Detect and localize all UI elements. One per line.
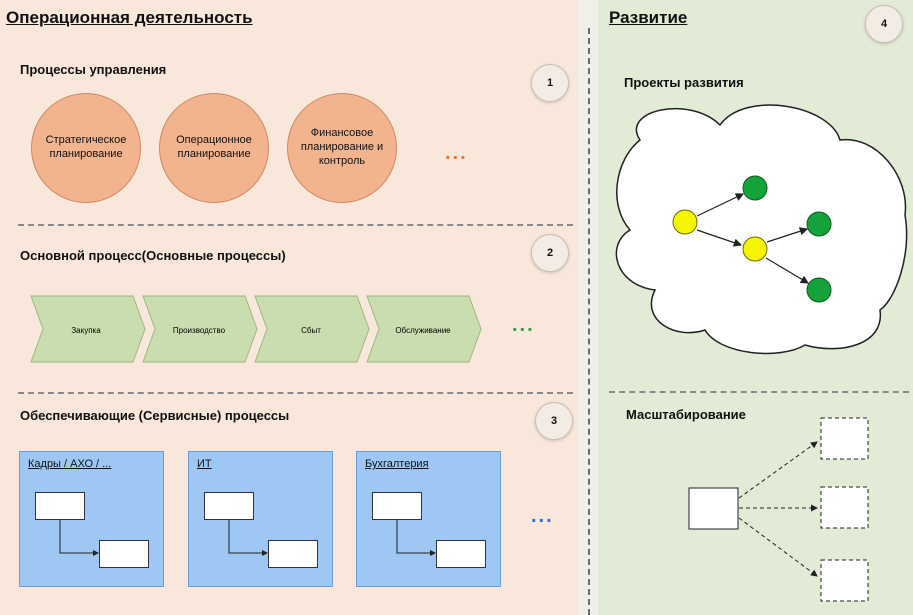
chevron-label-production: Производство: [173, 326, 226, 335]
mini-block: [204, 492, 254, 520]
mini-block: [35, 492, 85, 520]
chevron-label-service: Обслуживание: [395, 326, 451, 335]
development-divider: [609, 391, 909, 393]
section-badge-1: 1: [531, 64, 569, 102]
projects-title: Проекты развития: [624, 75, 744, 90]
section-badge-3: 3: [535, 402, 573, 440]
development-title: Развитие: [609, 8, 688, 27]
scaling-title: Масштабирование: [626, 407, 746, 422]
process-circle-financial: Финансовое планирование и контроль: [287, 93, 397, 203]
mini-block: [268, 540, 318, 568]
mini-block: [99, 540, 149, 568]
section-badge-4: 4: [865, 5, 903, 43]
section-support-title: Обеспечивающие (Сервисные) процессы: [20, 408, 290, 423]
process-circle-label: Стратегическое планирование: [45, 134, 127, 160]
mini-block: [436, 540, 486, 568]
scaling-target-box: [820, 486, 869, 529]
support-box-label: ИТ: [197, 458, 212, 470]
operational-title: Операционная деятельность: [6, 8, 253, 27]
section-divider-2: [18, 392, 573, 394]
chevron-service: [366, 295, 482, 363]
section-badge-2: 2: [531, 234, 569, 272]
chevron-sales: [254, 295, 370, 363]
process-circle-operational: Операционное планирование: [159, 93, 269, 203]
process-circle-label: Операционное планирование: [176, 134, 252, 160]
section-core-title: Основной процесс(Основные процессы): [20, 248, 286, 263]
support-box-label: Бухгалтерия: [365, 458, 429, 470]
chevron-production: [142, 295, 258, 363]
section-divider-1: [18, 224, 573, 226]
chevron-purchase: [30, 295, 146, 363]
node-green: [742, 175, 768, 201]
process-circle-label: Финансовое планирование и контроль: [300, 127, 384, 167]
scaling-source-box: [688, 487, 739, 530]
chevron-label-purchase: Закупка: [71, 326, 101, 335]
node-yellow: [742, 236, 768, 262]
node-green: [806, 277, 832, 303]
process-circle-strategic: Стратегическое планирование: [31, 93, 141, 203]
scaling-target-box: [820, 417, 869, 460]
node-yellow: [672, 209, 698, 235]
node-green: [806, 211, 832, 237]
vertical-divider: [588, 28, 590, 615]
support-box-label: Кадры / АХО / ...: [28, 458, 112, 470]
section-management-title: Процессы управления: [20, 62, 167, 77]
cloud-shape: [615, 104, 908, 355]
scaling-target-box: [820, 559, 869, 602]
chevron-label-sales: Сбыт: [301, 326, 321, 335]
